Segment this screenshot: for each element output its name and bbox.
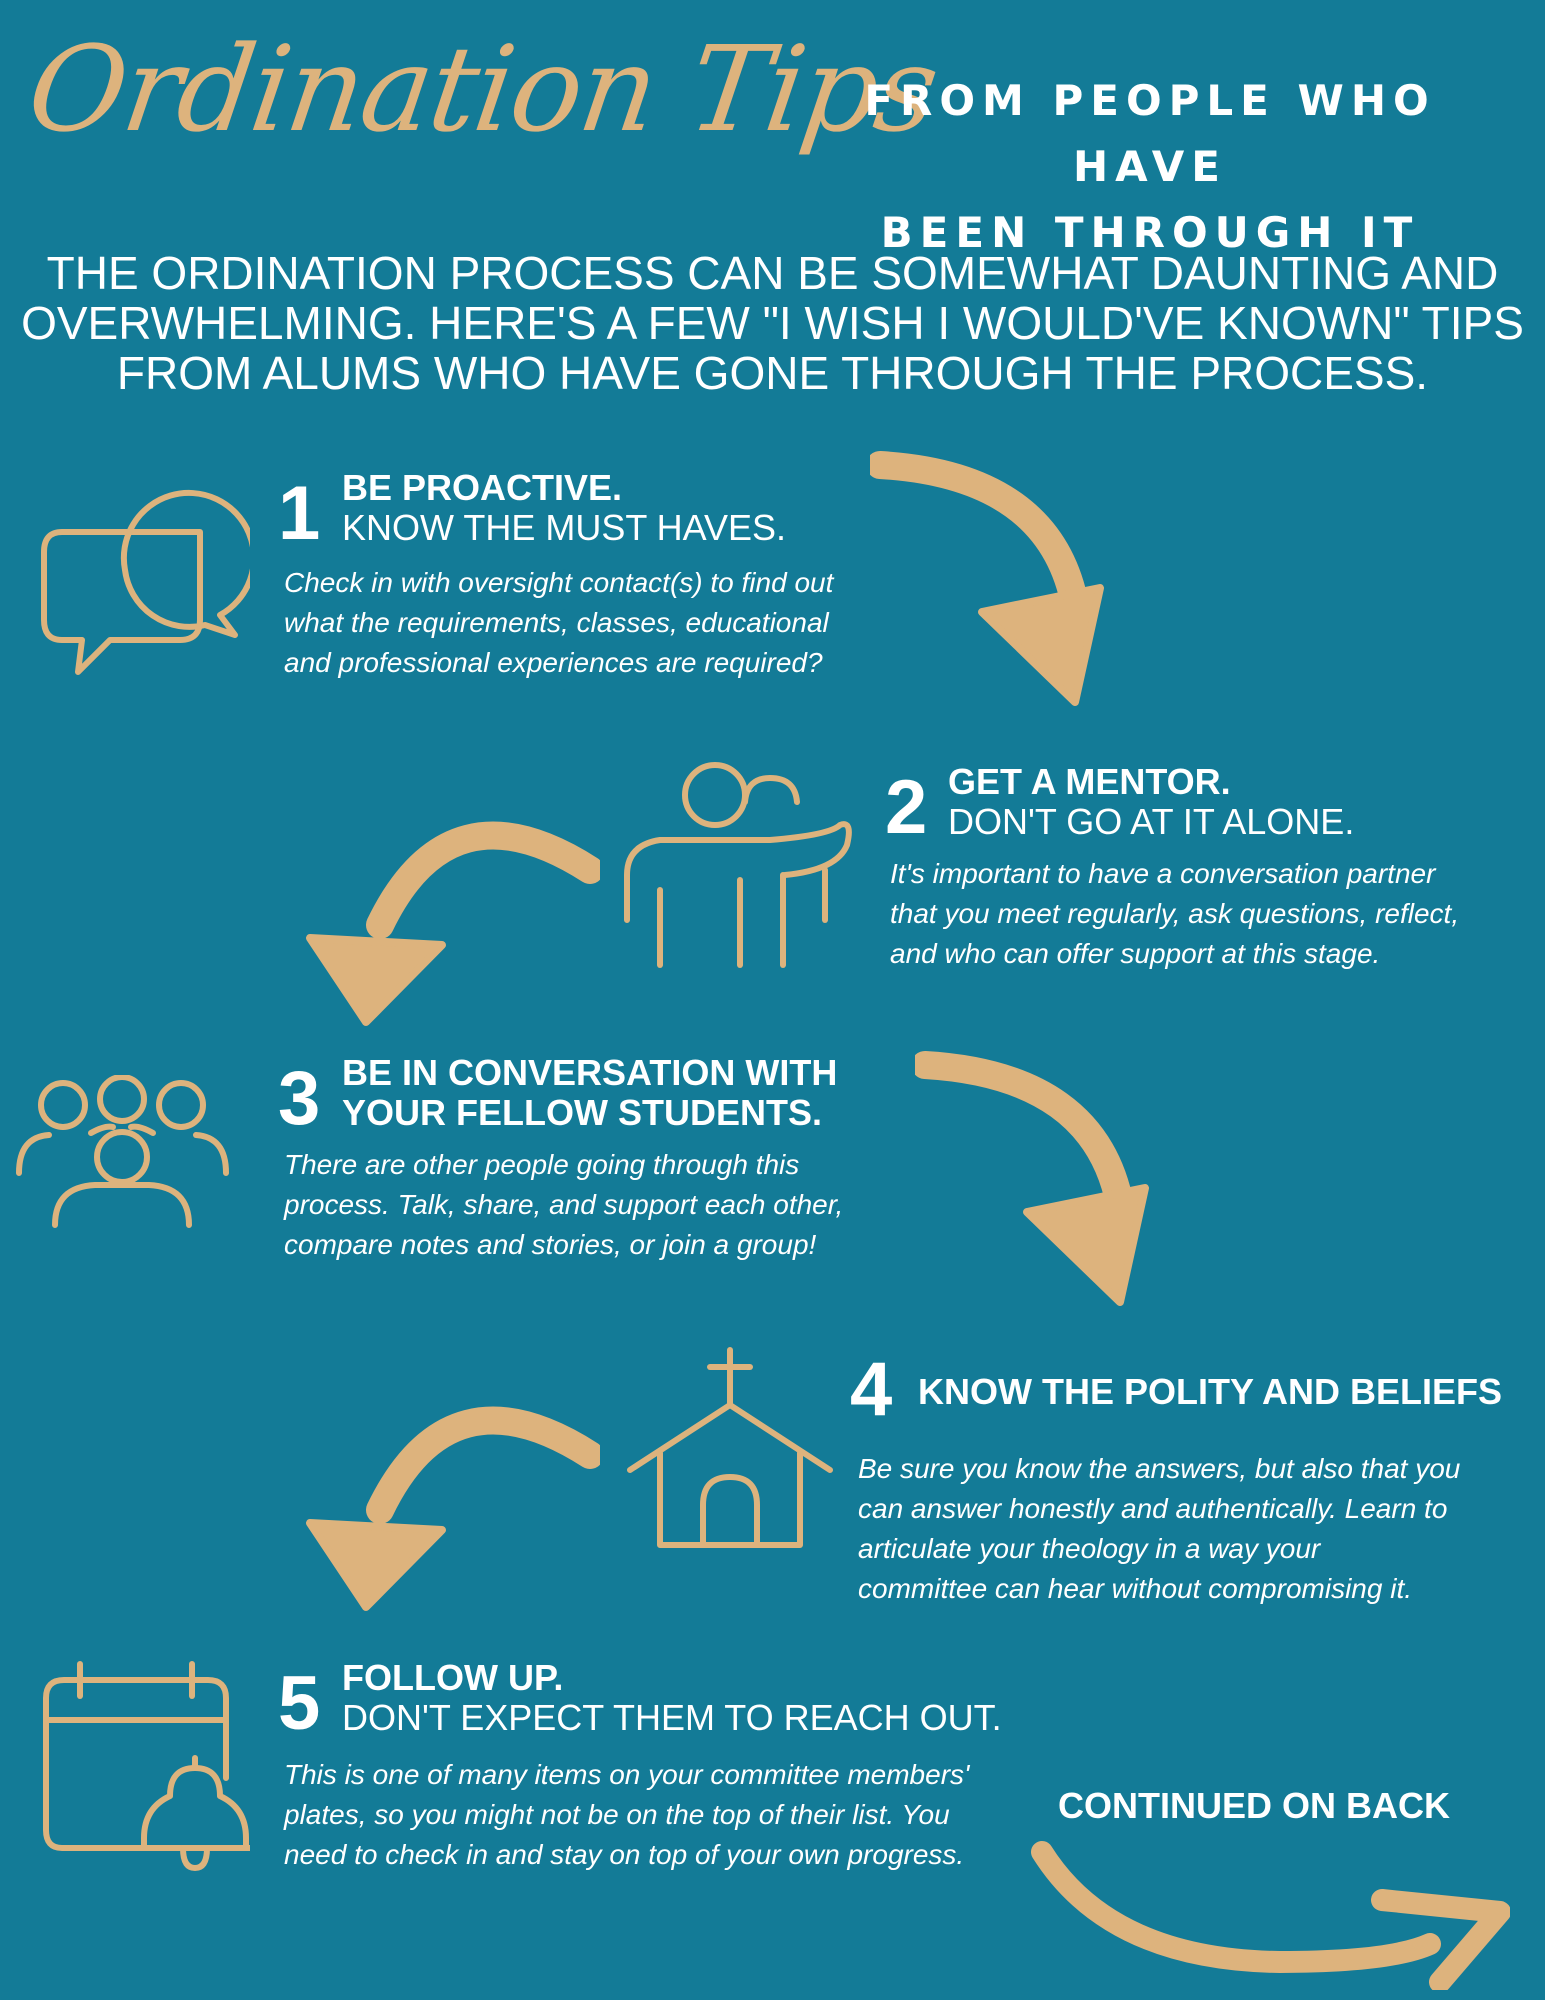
church-icon	[627, 1347, 833, 1548]
intro-line: THE ORDINATION PROCESS CAN BE SOMEWHAT D…	[46, 247, 1499, 299]
intro-line: FROM ALUMS WHO HAVE GONE THROUGH THE PRO…	[116, 347, 1429, 399]
curved-arrow-icon	[915, 1051, 1149, 1306]
tip-body: Check in with oversight contact(s) to fi…	[284, 563, 833, 683]
tip-heading-bold: GET A MENTOR.	[948, 761, 1231, 802]
tip-body: There are other people going through thi…	[284, 1145, 843, 1265]
tip-heading: BE IN CONVERSATION WITH YOUR FELLOW STUD…	[342, 1053, 837, 1133]
tip-heading: GET A MENTOR. DON'T GO AT IT ALONE.	[948, 762, 1354, 842]
tip-body-line: This is one of many items on your commit…	[284, 1759, 970, 1790]
tip-number: 3	[278, 1056, 321, 1141]
tip-heading: FOLLOW UP. DON'T EXPECT THEM TO REACH OU…	[342, 1658, 1002, 1738]
mentor-people-icon	[624, 762, 852, 968]
curved-arrow-icon	[306, 821, 600, 1026]
tip-body: It's important to have a conversation pa…	[890, 854, 1459, 974]
tip-heading-bold: BE IN CONVERSATION WITH	[342, 1052, 838, 1093]
intro-line: OVERWHELMING. HERE'S A FEW "I WISH I WOU…	[21, 297, 1524, 349]
tip-heading-bold: KNOW THE POLITY AND BELIEFS	[918, 1371, 1503, 1412]
subtitle-line: FROM PEOPLE WHO HAVE	[864, 76, 1436, 191]
intro-paragraph: THE ORDINATION PROCESS CAN BE SOMEWHAT D…	[20, 248, 1525, 398]
tip-body: This is one of many items on your commit…	[284, 1755, 969, 1875]
calendar-bell-icon	[43, 1661, 250, 1871]
tip-heading-bold: FOLLOW UP.	[342, 1657, 564, 1698]
tip-body-line: that you meet regularly, ask questions, …	[890, 898, 1460, 929]
tip-number: 2	[885, 765, 928, 850]
tip-heading-rest: DON'T GO AT IT ALONE.	[948, 801, 1355, 842]
tip-body-line: Be sure you know the answers, but also t…	[858, 1453, 1461, 1484]
tip-body-line: what the requirements, classes, educatio…	[284, 607, 829, 638]
tip-heading-bold: BE PROACTIVE.	[342, 467, 623, 508]
tip-body-line: compare notes and stories, or join a gro…	[284, 1229, 817, 1260]
chat-bubbles-icon	[41, 489, 250, 675]
tip-body-line: need to check in and stay on top of your…	[284, 1839, 965, 1870]
group-people-icon	[16, 1075, 229, 1228]
tip-heading-rest: DON'T EXPECT THEM TO REACH OUT.	[342, 1697, 1002, 1738]
tip-body-line: committee can hear without compromising …	[858, 1573, 1412, 1604]
tip-body-line: articulate your theology in a way your	[858, 1533, 1321, 1564]
tip-body: Be sure you know the answers, but also t…	[858, 1449, 1460, 1609]
subtitle-line: BEEN THROUGH IT	[880, 208, 1420, 257]
tip-heading: KNOW THE POLITY AND BELIEFS	[918, 1372, 1502, 1412]
tip-heading: BE PROACTIVE. KNOW THE MUST HAVES.	[342, 468, 786, 548]
page-subtitle: FROM PEOPLE WHO HAVE BEEN THROUGH IT	[790, 68, 1510, 266]
tip-number: 1	[278, 471, 321, 556]
tip-body-line: and who can offer support at this stage.	[890, 938, 1381, 969]
tip-body-line: process. Talk, share, and support each o…	[284, 1189, 844, 1220]
tip-heading-rest: YOUR FELLOW STUDENTS.	[342, 1092, 822, 1133]
tip-number: 4	[850, 1347, 893, 1432]
curved-arrow-icon	[1031, 1841, 1510, 1990]
curved-arrow-icon	[306, 1406, 600, 1611]
tip-body-line: can answer honestly and authentically. L…	[858, 1493, 1448, 1524]
tip-body-line: There are other people going through thi…	[284, 1149, 800, 1180]
tip-body-line: It's important to have a conversation pa…	[890, 858, 1436, 889]
tip-body-line: and professional experiences are require…	[284, 647, 823, 678]
continued-on-back-label: CONTINUED ON BACK	[1058, 1785, 1450, 1826]
tip-body-line: Check in with oversight contact(s) to fi…	[284, 567, 834, 598]
curved-arrow-icon	[870, 451, 1104, 706]
tip-number: 5	[278, 1661, 321, 1746]
tip-body-line: plates, so you might not be on the top o…	[284, 1799, 950, 1830]
tip-heading-rest: KNOW THE MUST HAVES.	[342, 507, 787, 548]
